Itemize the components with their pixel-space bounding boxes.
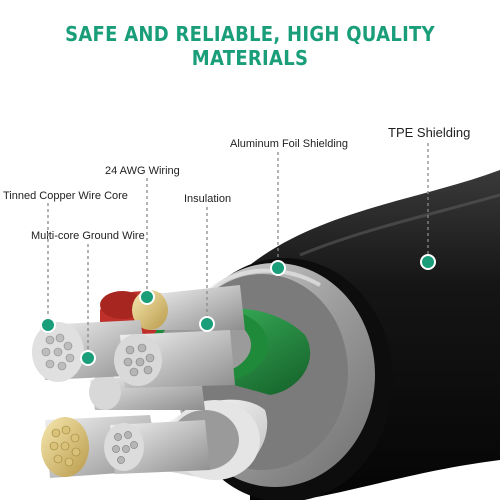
label-multi-core-ground-wire: Multi-core Ground Wire <box>31 230 145 242</box>
marker-aluminum-dot <box>270 260 286 276</box>
marker-tinned-dot <box>40 317 56 333</box>
leader-lines <box>47 143 429 356</box>
label-24-awg-wiring: 24 AWG Wiring <box>105 165 180 177</box>
headline: SAFE AND RELIABLE, HIGH QUALITY MATERIAL… <box>65 22 435 70</box>
marker-ground-dot <box>80 350 96 366</box>
marker-awg-dot <box>139 289 155 305</box>
label-aluminum-foil-shielding: Aluminum Foil Shielding <box>230 138 348 150</box>
label-tinned-copper-wire-core: Tinned Copper Wire Core <box>3 190 128 202</box>
callout-markers <box>40 254 436 366</box>
bottom-conductor <box>104 420 210 474</box>
marker-insulation-dot <box>199 316 215 332</box>
label-insulation: Insulation <box>184 193 232 205</box>
center-conductor <box>114 330 235 388</box>
awg-wire-strands <box>132 285 245 330</box>
label-tpe-shielding: TPE Shielding <box>388 125 471 140</box>
marker-tpe-dot <box>420 254 436 270</box>
